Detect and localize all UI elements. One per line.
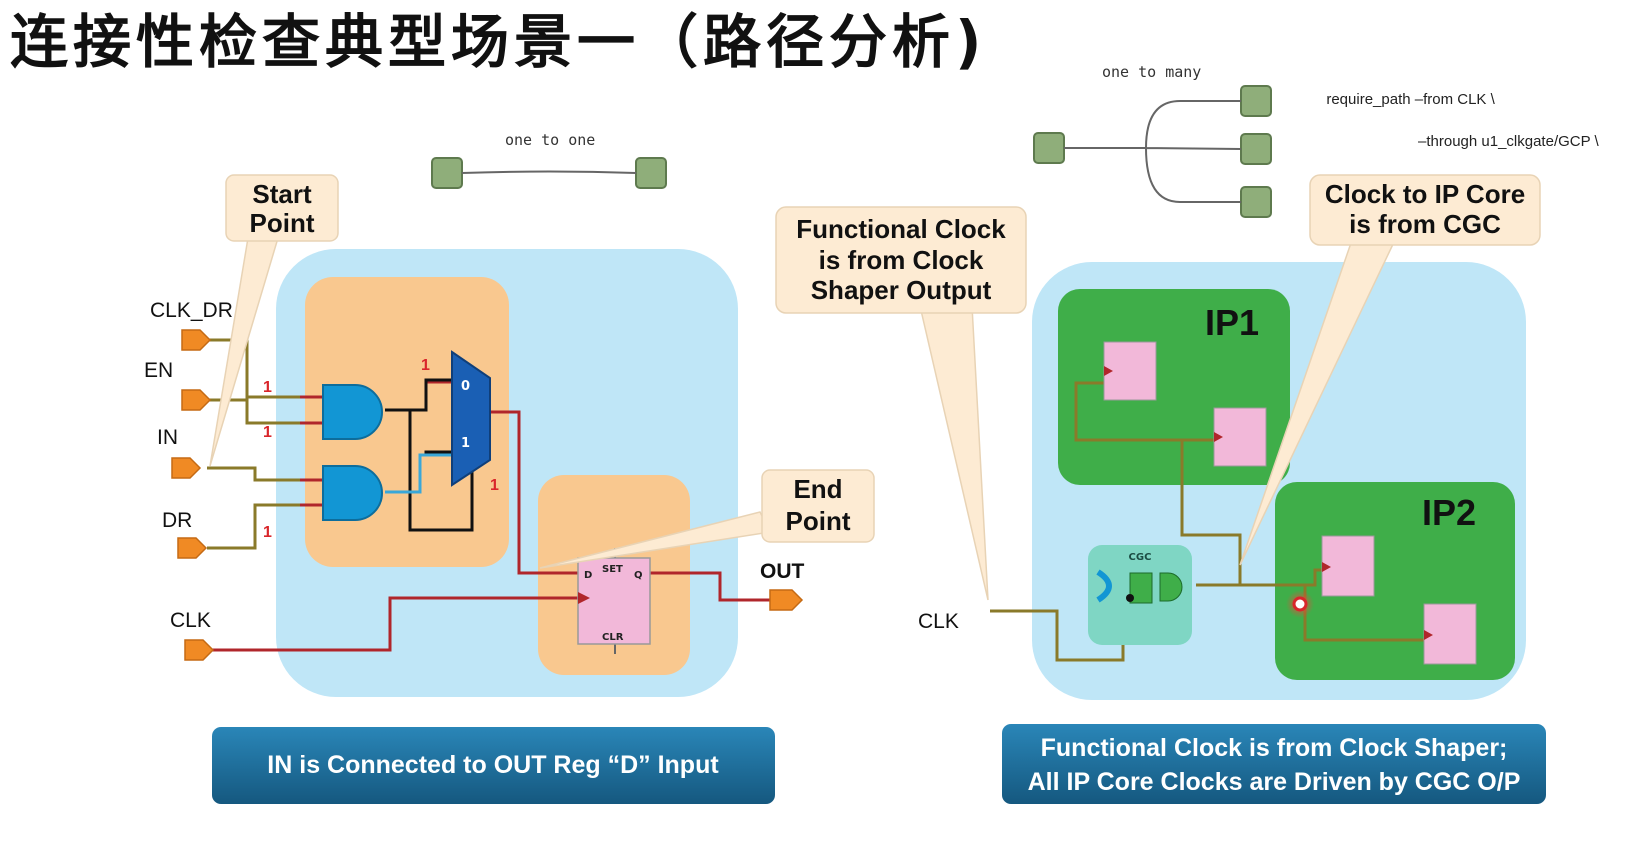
logic-value-4: 1 bbox=[421, 357, 430, 374]
ip2-flop-1 bbox=[1321, 535, 1375, 597]
right-caption-line2: All IP Core Clocks are Driven by CGC O/P bbox=[1028, 768, 1521, 796]
ip1-flop-1 bbox=[1103, 341, 1157, 401]
command-line-1: require_path –from CLK \ bbox=[1326, 91, 1495, 108]
label-clk-dr: CLK_DR bbox=[150, 299, 233, 322]
ip2-label: IP2 bbox=[1422, 492, 1476, 533]
label-en: EN bbox=[144, 359, 173, 382]
flop-q: Q bbox=[634, 570, 643, 581]
command-line-2: –through u1_clkgate/GCP \ bbox=[1418, 133, 1599, 150]
probe-marker bbox=[1292, 596, 1308, 612]
label-clk: CLK bbox=[170, 609, 211, 632]
legend-one-to-one-label: one to one bbox=[505, 131, 595, 149]
mux-label-1: 1 bbox=[461, 436, 470, 451]
bubble-cgc-line1: Clock to IP Core bbox=[1325, 179, 1525, 209]
right-caption: Functional Clock is from Clock Shaper; A… bbox=[1002, 724, 1546, 804]
out-flop: SET CLR D Q bbox=[577, 548, 651, 654]
page-title: 连接性检查典型场景一（路径分析) bbox=[10, 8, 987, 76]
bubble-start-line1: Start bbox=[252, 179, 312, 209]
red-wires bbox=[207, 380, 770, 652]
and-gate-bottom bbox=[322, 465, 383, 521]
pin-out bbox=[769, 589, 804, 611]
bubble-functional-clock: Functional Clock is from Clock Shaper Ou… bbox=[775, 206, 1027, 601]
label-in: IN bbox=[157, 426, 178, 449]
right-caption-line1: Functional Clock is from Clock Shaper; bbox=[1041, 734, 1508, 762]
right-panel: one to many IP1 IP2 bbox=[775, 63, 1546, 804]
bubble-end-line1: End bbox=[793, 474, 842, 504]
logic-value-2: 1 bbox=[263, 424, 272, 441]
bubble-func-line3: Shaper Output bbox=[811, 275, 992, 305]
left-caption-text: IN is Connected to OUT Reg “D” Input bbox=[267, 751, 719, 779]
logic-values: 1 1 1 1 1 bbox=[263, 357, 499, 541]
ip2-block bbox=[1275, 482, 1515, 680]
pin-clk bbox=[184, 639, 215, 661]
label-out: OUT bbox=[760, 560, 805, 583]
bubble-end-line2: Point bbox=[786, 506, 851, 536]
logic-value-3: 1 bbox=[263, 524, 272, 541]
ip1-label: IP1 bbox=[1205, 302, 1259, 343]
legend-one-to-many: one to many bbox=[1033, 63, 1272, 218]
right-clk-label: CLK bbox=[918, 610, 959, 633]
bubble-clock-to-ip: Clock to IP Core is from CGC bbox=[1239, 174, 1541, 566]
left-caption: IN is Connected to OUT Reg “D” Input bbox=[212, 727, 775, 804]
input-pins bbox=[171, 329, 804, 661]
flop-set: SET bbox=[602, 564, 623, 575]
cgc-label: CGC bbox=[1129, 552, 1152, 563]
bubble-cgc-line2: is from CGC bbox=[1349, 209, 1501, 239]
pin-dr bbox=[177, 537, 208, 559]
bubble-func-line2: is from Clock bbox=[819, 245, 984, 275]
legend-one-to-many-label: one to many bbox=[1102, 63, 1201, 81]
flop-clr: CLR bbox=[602, 632, 624, 643]
legend-one-to-one: one to one bbox=[431, 131, 667, 189]
logic-value-1: 1 bbox=[263, 379, 272, 396]
ip2-flop-2 bbox=[1423, 603, 1477, 665]
bubble-end-point: End Point bbox=[539, 469, 875, 569]
label-dr: DR bbox=[162, 509, 192, 532]
logic-value-5: 1 bbox=[490, 477, 499, 494]
pin-en bbox=[181, 389, 212, 411]
bubble-func-line1: Functional Clock bbox=[796, 214, 1006, 244]
pin-clk-dr bbox=[181, 329, 212, 351]
cgc-block: CGC bbox=[1088, 545, 1192, 645]
left-panel: one to one bbox=[144, 131, 875, 804]
pin-in bbox=[171, 457, 202, 479]
flop-d: D bbox=[584, 570, 592, 581]
mux-label-0: 0 bbox=[461, 379, 470, 394]
ip1-flop-2 bbox=[1213, 407, 1267, 467]
mux bbox=[451, 350, 491, 487]
and-gate-top bbox=[322, 384, 383, 440]
bubble-start-point: Start Point bbox=[209, 174, 339, 467]
bubble-start-line2: Point bbox=[250, 208, 315, 238]
